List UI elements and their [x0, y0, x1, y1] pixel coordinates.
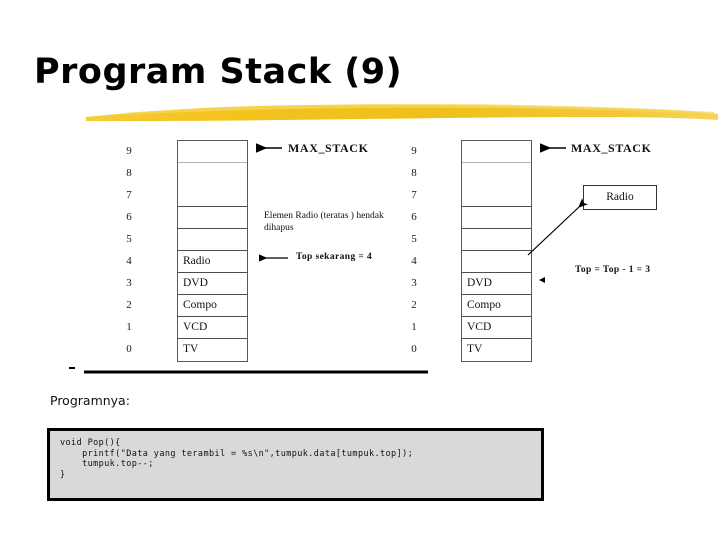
- max-stack-label-left: MAX_STACK: [288, 141, 369, 155]
- stack-cell-empty-top: [462, 251, 531, 273]
- index-label: 1: [411, 321, 417, 333]
- index-label: 4: [411, 255, 417, 267]
- stack-cell-dvd: DVD: [462, 273, 531, 295]
- index-label: 3: [126, 277, 132, 289]
- stack-cell: [462, 207, 531, 229]
- code-text: void Pop(){ printf("Data yang terambil =…: [60, 438, 414, 480]
- stack-after-pop: DVD Compo VCD TV: [461, 140, 532, 362]
- stack-cell-compo: Compo: [462, 295, 531, 317]
- index-label: 6: [411, 211, 417, 223]
- stack-cell: [178, 141, 247, 163]
- top-updated-marker: [539, 277, 545, 283]
- index-label: 0: [411, 343, 417, 355]
- index-label: 2: [411, 299, 417, 311]
- stack-cell-tv: TV: [183, 343, 199, 355]
- index-label: 0: [126, 343, 132, 355]
- index-label: 8: [411, 167, 417, 179]
- index-label: 5: [411, 233, 417, 245]
- stack-cell-vcd: VCD: [462, 317, 531, 339]
- stack-cell-tv: TV: [467, 343, 483, 355]
- stack-cell-compo: Compo: [178, 295, 247, 317]
- popped-element-box: Radio: [583, 185, 657, 210]
- stack-cell-dvd: DVD: [178, 273, 247, 295]
- pop-transfer-arrow: [527, 198, 588, 256]
- stack-cell: [178, 207, 247, 229]
- stack-cell: [462, 229, 531, 251]
- index-label: 7: [411, 189, 417, 201]
- code-block: void Pop(){ printf("Data yang terambil =…: [47, 428, 544, 501]
- index-label: 9: [126, 145, 132, 157]
- index-label: 9: [411, 145, 417, 157]
- index-column-left: 9 8 7 6 5 4 3 2 1 0: [118, 140, 140, 360]
- stack-cell-vcd: VCD: [178, 317, 247, 339]
- page-title: Program Stack (9): [34, 52, 403, 92]
- stack-cell: [178, 163, 247, 185]
- index-label: 6: [126, 211, 132, 223]
- index-label: 1: [126, 321, 132, 333]
- index-label: 7: [126, 189, 132, 201]
- stack-cell: [462, 185, 531, 207]
- top-updated-label: Top = Top - 1 = 3: [575, 265, 651, 275]
- stack-cell-radio: Radio: [178, 251, 247, 273]
- index-label: 4: [126, 255, 132, 267]
- index-label: 3: [411, 277, 417, 289]
- index-column-right: 9 8 7 6 5 4 3 2 1 0: [403, 140, 425, 360]
- programnya-label: Programnya:: [50, 393, 130, 408]
- index-label: 8: [126, 167, 132, 179]
- stack-cell: [462, 163, 531, 185]
- stack-cell: [462, 141, 531, 163]
- stack-cell: [178, 185, 247, 207]
- index-label: 5: [126, 233, 132, 245]
- top-current-label: Top sekarang = 4: [296, 252, 373, 262]
- delete-note-text: Elemen Radio (teratas ) hendak dihapus: [264, 211, 384, 233]
- stack-cell: [178, 229, 247, 251]
- max-stack-label-right: MAX_STACK: [571, 141, 652, 155]
- index-label: 2: [126, 299, 132, 311]
- stack-before-pop: Radio DVD Compo VCD TV: [177, 140, 248, 362]
